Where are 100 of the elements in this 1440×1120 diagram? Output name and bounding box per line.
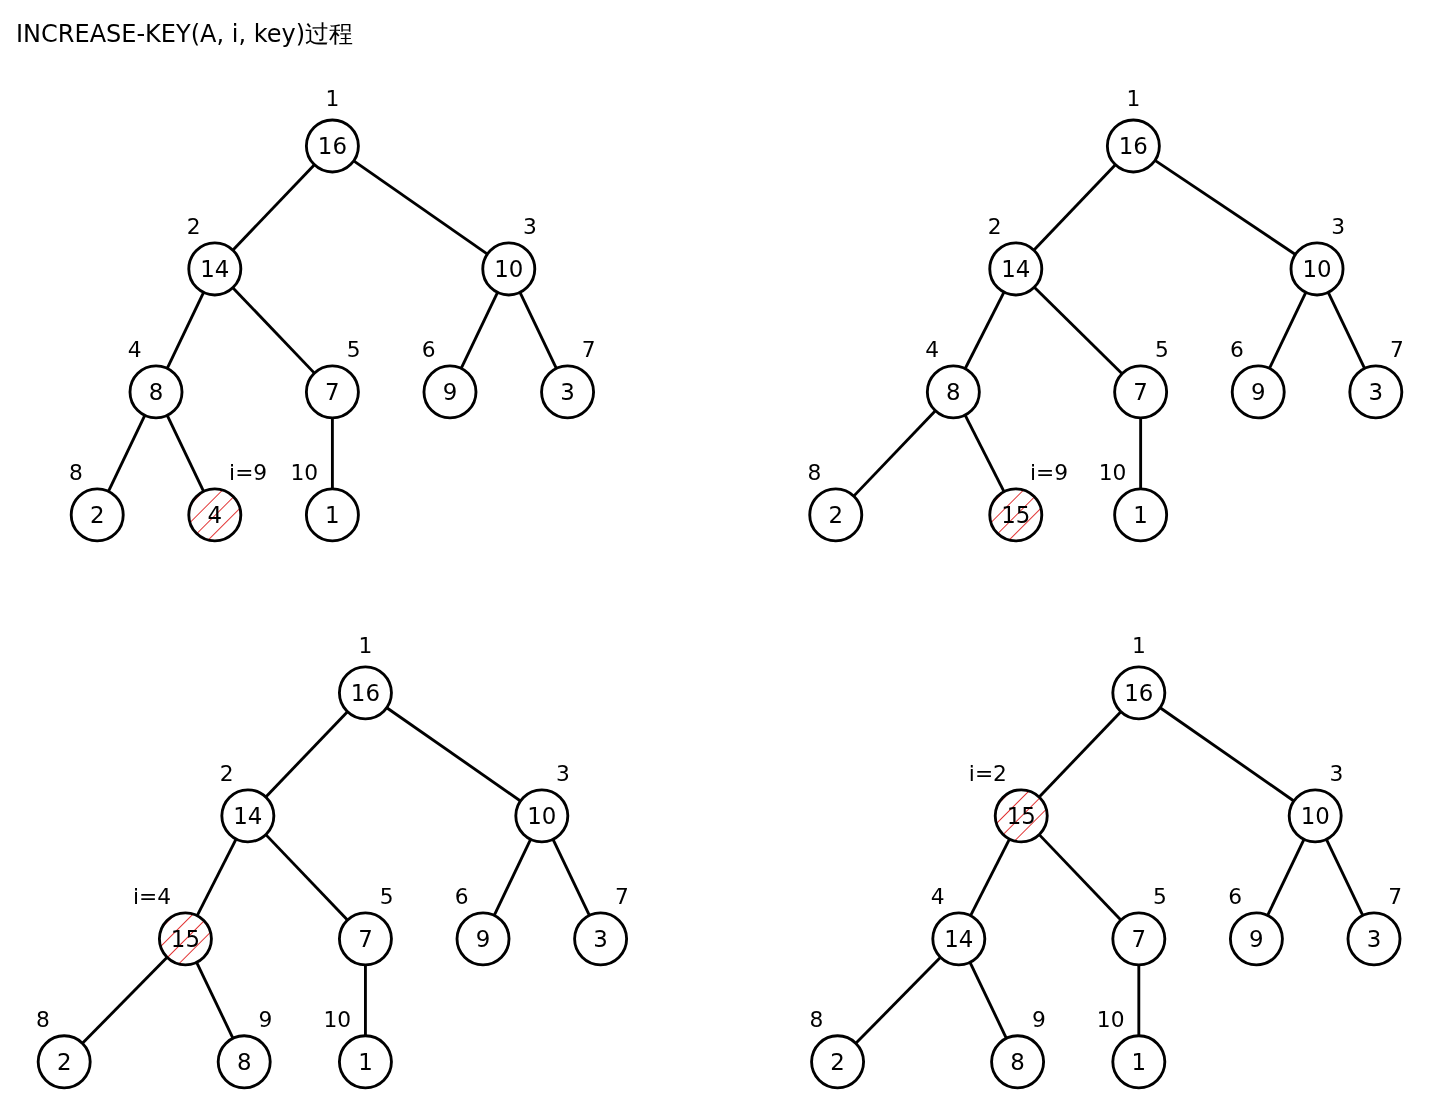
node-index-label: 6 <box>1230 336 1244 362</box>
node-circle: 10 <box>1287 788 1343 844</box>
node-index-label: 5 <box>1154 336 1169 362</box>
connector <box>518 291 558 370</box>
connector <box>963 291 1006 370</box>
node-circle: 9 <box>455 911 511 967</box>
node-index-label: 6 <box>1228 883 1243 909</box>
connector <box>81 956 169 1045</box>
node-circle: 14 <box>988 241 1044 297</box>
diagram-title: INCREASE-KEY(A, i, key)过程 <box>16 19 353 50</box>
connector <box>1154 159 1297 256</box>
connector <box>231 286 316 375</box>
node-index-label: 1 <box>1126 86 1141 112</box>
connector <box>1137 964 1141 1036</box>
node-index-label: 6 <box>454 883 469 909</box>
node-circle: 2 <box>69 487 125 543</box>
connector <box>854 956 942 1045</box>
node-index-label: 4 <box>925 336 940 362</box>
node-circle: 14 <box>220 788 276 844</box>
connector <box>107 414 147 493</box>
node-index-label: 3 <box>1331 213 1346 239</box>
node-index-label: 3 <box>523 213 537 239</box>
connector <box>459 291 499 370</box>
connector <box>364 964 367 1036</box>
node-circle: 16 <box>1105 118 1161 174</box>
node-circle: 2 <box>810 1034 865 1090</box>
connector <box>1038 833 1122 921</box>
connector <box>852 409 937 498</box>
node-circle: 10 <box>514 788 570 844</box>
connector <box>963 414 1006 493</box>
node-index-label: 1 <box>1131 633 1146 659</box>
node-index-label: 10 <box>1096 1006 1125 1032</box>
node-circle: 14 <box>931 911 987 967</box>
node-index-label: 7 <box>1390 336 1404 362</box>
node-circle: 10 <box>1289 241 1345 297</box>
node-index-label: 9 <box>1031 1006 1046 1032</box>
connector <box>969 838 1011 917</box>
node-circle: 2 <box>808 487 864 543</box>
connector <box>968 961 1008 1039</box>
connector <box>1033 286 1124 375</box>
node-index-label: 10 <box>323 1006 352 1032</box>
connector <box>492 838 532 916</box>
node-circle: 3 <box>1346 911 1402 967</box>
node-index-label: 7 <box>581 336 596 362</box>
node-index-label: 4 <box>127 336 142 362</box>
node-index-label: i=9 <box>1030 459 1069 485</box>
node-circle: 7 <box>1111 911 1167 967</box>
node-circle: 16 <box>338 665 393 721</box>
connector <box>231 163 316 252</box>
node-circle: 1 <box>304 487 360 543</box>
node-circle: 7 <box>338 911 393 967</box>
node-circle: 8 <box>925 364 981 420</box>
node-circle: 8 <box>216 1034 272 1090</box>
node-circle: 3 <box>1348 364 1404 420</box>
node-index-label: 2 <box>186 213 201 239</box>
node-circle: 2 <box>36 1034 92 1090</box>
node-circle: 10 <box>481 241 537 297</box>
connector <box>1268 291 1308 370</box>
node-index-label: 8 <box>807 459 822 485</box>
connector <box>1266 838 1306 916</box>
node-circle: 16 <box>1111 665 1167 721</box>
node-index-label: 7 <box>614 883 629 909</box>
connector <box>551 838 591 916</box>
connector <box>385 706 522 803</box>
node-index-label: 8 <box>69 459 83 485</box>
node-index-label: 1 <box>325 86 340 112</box>
connector <box>264 710 349 798</box>
connector <box>330 417 334 489</box>
node-index-label: 5 <box>379 883 394 909</box>
node-index-label: 5 <box>346 336 361 362</box>
connector <box>1038 710 1122 798</box>
node-index-label: 1 <box>358 633 373 659</box>
node-index-label: i=2 <box>968 760 1007 786</box>
node-index-label: 2 <box>987 213 1002 239</box>
node-index-label: 2 <box>219 760 234 786</box>
node-index-label: i=4 <box>133 883 172 909</box>
node-circle: 9 <box>1230 364 1286 420</box>
node-circle: 8 <box>128 364 184 420</box>
connector <box>195 838 238 917</box>
connector <box>264 833 349 921</box>
node-index-label: 7 <box>1388 883 1403 909</box>
node-circle: 16 <box>304 118 360 174</box>
connector <box>195 961 235 1039</box>
node-index-label: 10 <box>1098 459 1127 485</box>
node-circle: 1 <box>1111 1034 1167 1090</box>
node-index-label: 5 <box>1153 883 1167 909</box>
node-index-label: i=9 <box>229 459 268 485</box>
node-index-label: 4 <box>930 883 945 909</box>
node-circle: 8 <box>990 1034 1046 1090</box>
node-index-label: 6 <box>421 336 436 362</box>
node-circle: 7 <box>304 364 360 420</box>
node-index-label: 8 <box>809 1006 824 1032</box>
node-circle: 3 <box>573 911 629 967</box>
connector <box>352 159 489 256</box>
node-index-label: 10 <box>290 459 319 485</box>
connector <box>1325 838 1365 916</box>
node-circle: 1 <box>338 1034 393 1090</box>
node-circle: 9 <box>1228 911 1284 967</box>
connector <box>165 291 205 370</box>
connector <box>1139 417 1143 489</box>
